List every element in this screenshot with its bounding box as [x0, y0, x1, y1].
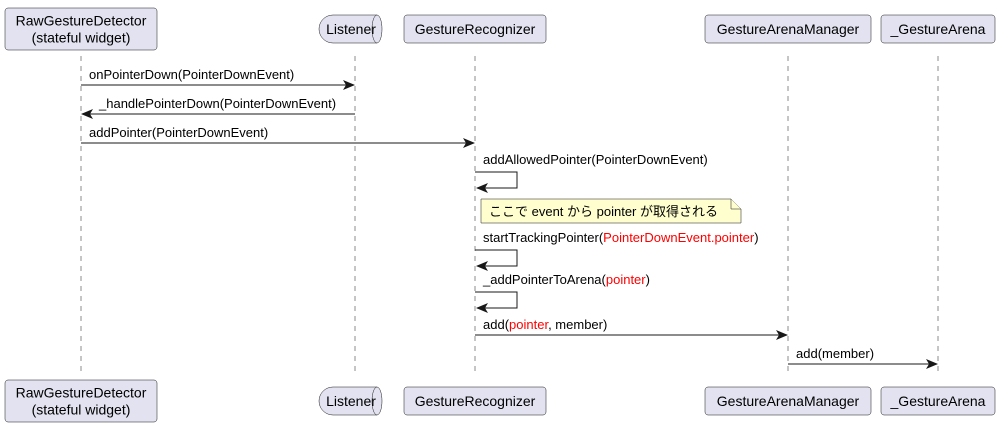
- participant-shape-edge: [371, 14, 378, 44]
- participant-arena-bottom: _GestureArena: [880, 386, 996, 416]
- participant-listener-top: Listener: [318, 14, 383, 44]
- message-3: addPointer(PointerDownEvent): [81, 125, 475, 148]
- message-label: onPointerDown(PointerDownEvent): [89, 67, 294, 82]
- participant-listener-bottom: Listener: [318, 386, 383, 416]
- participant-label: Listener: [326, 393, 376, 409]
- participant-shape: [704, 14, 872, 44]
- participant-shape: [704, 386, 872, 416]
- message-6: startTrackingPointer(PointerDownEvent.po…: [475, 230, 759, 271]
- participant-arenaManager-top: GestureArenaManager: [704, 14, 872, 44]
- message-9: add(member): [788, 346, 938, 369]
- message-7: _addPointerToArena(pointer): [475, 272, 650, 313]
- participant-shape: [4, 7, 158, 51]
- participant-label: RawGestureDetector: [16, 385, 147, 401]
- participant-shape: [403, 386, 547, 416]
- participant-label: Listener: [326, 21, 376, 37]
- participant-arenaManager-bottom: GestureArenaManager: [704, 386, 872, 416]
- participant-label: (stateful widget): [32, 402, 131, 418]
- participant-label: RawGestureDetector: [16, 13, 147, 29]
- message-1: onPointerDown(PointerDownEvent): [81, 67, 355, 90]
- message-8: add(pointer, member): [475, 317, 788, 340]
- participant-label: GestureRecognizer: [415, 393, 536, 409]
- note-shape: [480, 198, 742, 224]
- message-label: _addPointerToArena(pointer): [482, 272, 650, 287]
- message-label: add(pointer, member): [483, 317, 607, 332]
- message-arrow: [475, 249, 518, 271]
- message-arrow: [475, 171, 518, 193]
- participant-shape: [880, 14, 996, 44]
- participant-arena-top: _GestureArena: [880, 14, 996, 44]
- message-label: _handlePointerDown(PointerDownEvent): [98, 96, 336, 111]
- message-label: startTrackingPointer(PointerDownEvent.po…: [483, 230, 759, 245]
- participant-label: _GestureArena: [890, 21, 986, 37]
- participant-label: GestureArenaManager: [717, 21, 860, 37]
- participant-label: _GestureArena: [890, 393, 986, 409]
- message-label: addPointer(PointerDownEvent): [89, 125, 268, 140]
- participant-label: (stateful widget): [32, 30, 131, 46]
- note: ここで event から pointer が取得される: [480, 198, 742, 224]
- note-fold: [730, 199, 741, 210]
- participant-raw-bottom: RawGestureDetector(stateful widget): [4, 379, 158, 423]
- participant-label: GestureArenaManager: [717, 393, 860, 409]
- participant-raw-top: RawGestureDetector(stateful widget): [4, 7, 158, 51]
- participant-shape: [880, 386, 996, 416]
- message-2: _handlePointerDown(PointerDownEvent): [81, 96, 355, 119]
- message-label: addAllowedPointer(PointerDownEvent): [483, 152, 708, 167]
- participant-shape-edge: [371, 386, 378, 416]
- note-text: ここで event から pointer が取得される: [489, 204, 718, 219]
- message-4: addAllowedPointer(PointerDownEvent): [475, 152, 708, 193]
- participant-label: GestureRecognizer: [415, 21, 536, 37]
- participant-shape: [4, 379, 158, 423]
- message-label: add(member): [796, 346, 874, 361]
- message-arrow: [475, 291, 518, 313]
- participant-recognizer-top: GestureRecognizer: [403, 14, 547, 44]
- participant-recognizer-bottom: GestureRecognizer: [403, 386, 547, 416]
- participant-shape: [403, 14, 547, 44]
